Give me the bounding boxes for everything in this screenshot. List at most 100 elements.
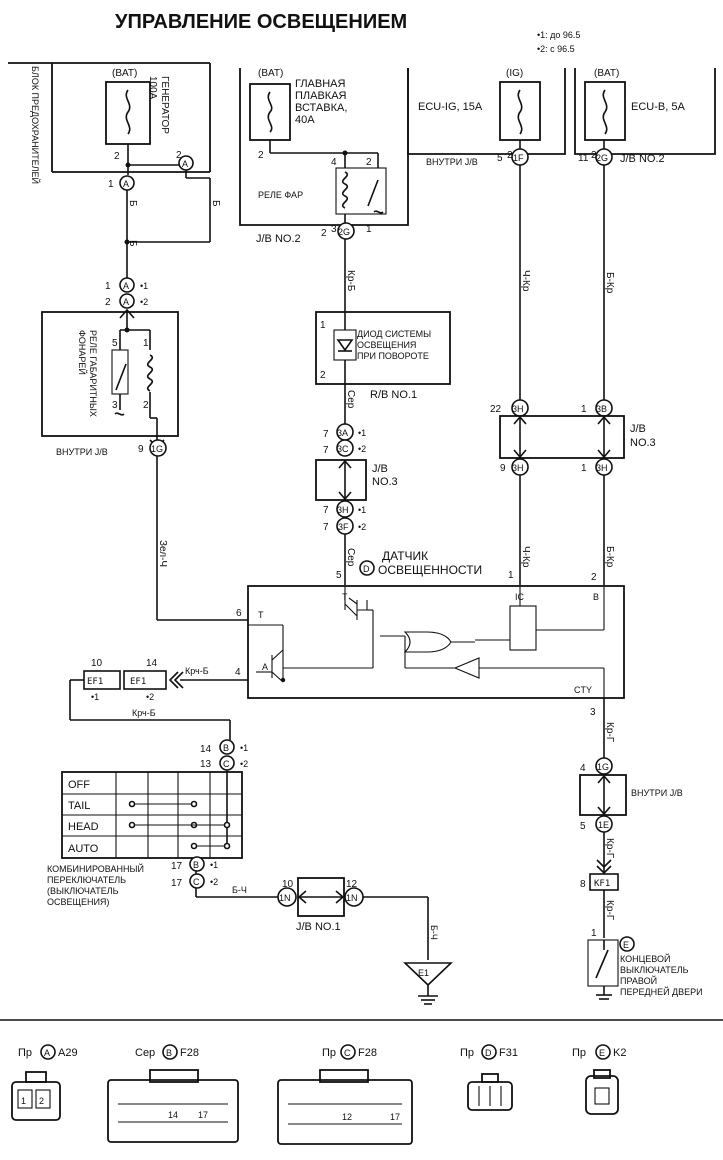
- svg-text:3H: 3H: [337, 505, 349, 515]
- svg-text:KF1: KF1: [594, 879, 610, 889]
- svg-text:2: 2: [114, 151, 120, 162]
- wire-b-ch-2: Б-Ч: [429, 925, 439, 940]
- inside-jb-label-1: ВНУТРИ J/B: [56, 447, 108, 457]
- svg-text:2G: 2G: [596, 153, 608, 163]
- wire-krch-b-2: Крч-Б: [132, 708, 156, 718]
- sensor-letter: D: [363, 564, 370, 574]
- ground-label: E1: [418, 968, 429, 978]
- svg-text:9: 9: [500, 463, 506, 474]
- svg-text:•1: •1: [240, 743, 248, 753]
- ground-icon: [403, 962, 453, 1005]
- svg-text:17: 17: [171, 878, 183, 889]
- headlamp-relay-label: РЕЛЕ ФАР: [258, 190, 303, 200]
- svg-text:11: 11: [578, 153, 589, 164]
- wire-kr-g-1: Кр-Г: [604, 722, 615, 743]
- switch-label-2: ПЕРЕКЛЮЧАТЕЛЬ: [47, 875, 126, 885]
- svg-text:3C: 3C: [337, 444, 349, 454]
- conn-a-pin-2: 2: [39, 1096, 44, 1106]
- svg-text:1: 1: [508, 570, 514, 581]
- svg-text:1: 1: [108, 179, 114, 190]
- conn-b-prefix: Сер: [135, 1047, 155, 1059]
- svg-text:5: 5: [112, 338, 118, 349]
- svg-text:4: 4: [331, 157, 337, 168]
- conn-b-pin-17: 17: [198, 1110, 208, 1120]
- svg-text:1N: 1N: [346, 893, 358, 903]
- svg-text:EF1: EF1: [130, 677, 146, 687]
- taillight-relay-label-2: ФОНАРЕЙ: [77, 330, 88, 375]
- connector-icon: [107, 1079, 239, 1143]
- note-1: •1: до 96.5: [537, 30, 580, 40]
- rb1-label: R/B NO.1: [370, 389, 417, 401]
- svg-text:3B: 3B: [596, 404, 607, 414]
- svg-text:1G: 1G: [597, 762, 609, 772]
- svg-text:•1: •1: [358, 428, 366, 438]
- svg-text:12: 12: [346, 879, 358, 890]
- svg-text:2G: 2G: [338, 227, 350, 237]
- connector-legend-a: Пр A A29 1 2: [11, 1044, 78, 1121]
- svg-text:1: 1: [366, 224, 372, 235]
- conn-c-code: F28: [358, 1047, 377, 1059]
- conn-e-letter: E: [599, 1048, 605, 1058]
- svg-text:3F: 3F: [338, 522, 349, 532]
- svg-text:A: A: [123, 281, 129, 291]
- fuse-label-main-3: ВСТАВКА,: [295, 102, 347, 114]
- svg-text:3H: 3H: [512, 463, 524, 473]
- combination-switch: OFF TAIL HEAD AUTO: [61, 771, 243, 859]
- svg-text:•1: •1: [358, 505, 366, 515]
- conn-b-letter: B: [166, 1048, 172, 1058]
- fuse-ecu-ig: (IG) ECU-IG, 15A: [407, 68, 566, 155]
- sensor-pin-b: B: [593, 592, 599, 602]
- svg-text:2: 2: [591, 150, 597, 161]
- svg-text:2: 2: [320, 370, 326, 381]
- svg-text:5: 5: [497, 153, 503, 164]
- svg-text:3H: 3H: [512, 404, 524, 414]
- svg-text:A: A: [182, 159, 188, 169]
- conn-d-code: F31: [499, 1047, 518, 1059]
- svg-text:14: 14: [200, 744, 212, 755]
- svg-text:8: 8: [580, 879, 586, 890]
- svg-text:22: 22: [490, 404, 502, 415]
- conn-e-prefix: Пр: [572, 1047, 586, 1059]
- fuse-label-ig: ECU-IG, 15A: [418, 101, 483, 113]
- jb3-mid-label-1: J/B: [372, 463, 388, 475]
- fuse-block-label: БЛОК ПРЕДОХРАНИТЕЛЕЙ: [30, 66, 41, 184]
- page-title: УПРАВЛЕНИЕ ОСВЕЩЕНИЕМ: [115, 11, 407, 33]
- svg-text:2: 2: [258, 150, 264, 161]
- svg-text:1: 1: [320, 320, 326, 331]
- conn-a-prefix: Пр: [18, 1047, 32, 1059]
- svg-text:•2: •2: [146, 692, 154, 702]
- connector-legend-b: Сер B F28 14 17: [107, 1044, 239, 1143]
- switch-row-off: OFF: [68, 779, 90, 791]
- wire-krch-b-1: Крч-Б: [185, 666, 209, 676]
- svg-text:•1: •1: [210, 860, 218, 870]
- sensor-pin-a: A: [262, 662, 268, 672]
- sensor-label-2: ОСВЕЩЕННОСТИ: [378, 563, 482, 577]
- fuse-source-ig: (IG): [506, 68, 523, 79]
- fuse-label-main-2: ПЛАВКАЯ: [295, 90, 347, 102]
- svg-text:A: A: [123, 297, 129, 307]
- svg-text:B: B: [193, 860, 199, 870]
- wire-kr-b: Кр-Б: [345, 270, 356, 292]
- svg-text:1: 1: [143, 338, 149, 349]
- jb2-label-right: J/B NO.2: [620, 153, 665, 165]
- svg-text:9: 9: [138, 444, 144, 455]
- wire-kr-g-2: Кр-Г: [604, 838, 615, 859]
- wire-b-1: Б: [210, 200, 221, 207]
- svg-text:4: 4: [580, 763, 586, 774]
- conn-d-prefix: Пр: [460, 1047, 474, 1059]
- jb2-label-mid: J/B NO.2: [256, 233, 301, 245]
- svg-text:•2: •2: [358, 444, 366, 454]
- note-2: •2: с 96.5: [537, 44, 575, 54]
- relay-coil-icon: [146, 354, 154, 392]
- relay-coil-icon: [341, 171, 349, 209]
- svg-text:C: C: [223, 759, 230, 769]
- svg-text:•2: •2: [240, 759, 248, 769]
- svg-text:7: 7: [323, 505, 329, 516]
- svg-text:2: 2: [105, 297, 111, 308]
- svg-text:1G: 1G: [151, 444, 163, 454]
- conn-e-code: K2: [613, 1047, 626, 1059]
- fuse-label-main-1: ГЛАВНАЯ: [295, 78, 346, 90]
- connector-legend-e: Пр E K2: [572, 1044, 626, 1115]
- conn-c-letter: C: [344, 1048, 351, 1058]
